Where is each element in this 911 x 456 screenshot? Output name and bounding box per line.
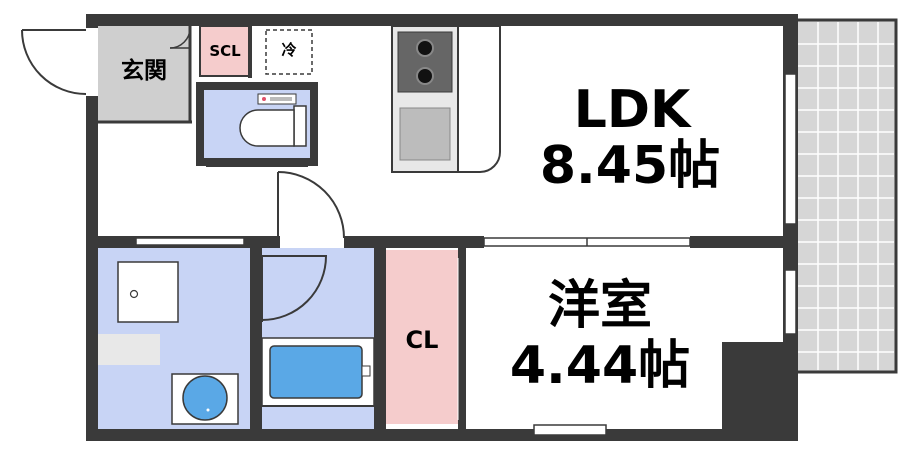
ldk-name: LDK (573, 80, 691, 140)
fridge-label: 冷 (281, 41, 297, 59)
entrance-label: 玄関 (121, 58, 167, 84)
balcony (794, 18, 898, 374)
bath-door (261, 255, 328, 322)
sliding-door-ldk (483, 237, 691, 247)
closet (386, 250, 458, 424)
kitchen (391, 25, 501, 173)
ldk-door (277, 171, 345, 239)
western-room-name: 洋室 (547, 276, 652, 336)
toilet-room (196, 82, 318, 166)
ldk-size: 8.45帖 (539, 136, 721, 196)
washroom (98, 248, 250, 429)
western-room-size: 4.44帖 (509, 336, 691, 396)
bathroom (261, 248, 375, 429)
entrance-door (21, 29, 87, 95)
shoe-closet-label: SCL (209, 42, 241, 60)
closet-label: CL (405, 326, 439, 354)
windows (533, 73, 797, 436)
entrance (98, 26, 192, 124)
fridge-space (265, 29, 313, 75)
shoe-closet (199, 25, 251, 77)
